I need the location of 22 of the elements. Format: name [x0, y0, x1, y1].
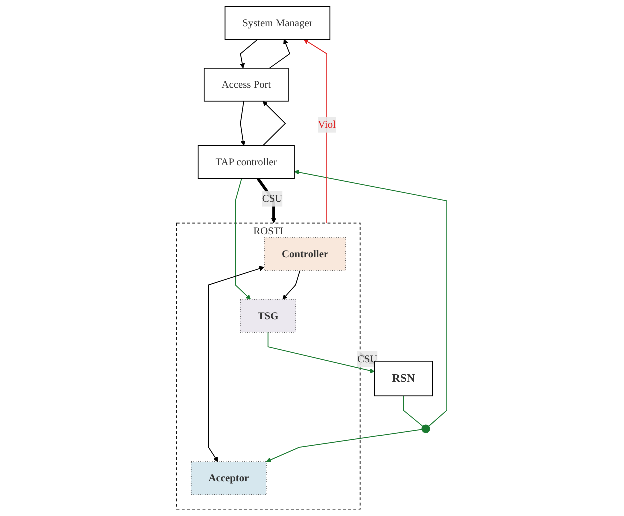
node-box: Controller	[264, 237, 346, 272]
edge-label: CSU	[357, 353, 378, 365]
node-box: TSG	[240, 299, 296, 333]
node-box: TAP controller	[198, 145, 295, 180]
arrow	[266, 429, 422, 462]
arrow	[269, 39, 291, 69]
node-box: RSN	[374, 361, 434, 397]
arrow	[240, 39, 258, 69]
node-box: Acceptor	[190, 462, 267, 496]
arrow	[240, 100, 246, 146]
node-box: System Manager	[224, 6, 331, 40]
arrow	[304, 39, 328, 224]
edge-label: CSU	[262, 192, 283, 205]
arrow	[282, 270, 301, 300]
arrow	[235, 178, 252, 300]
arrow	[262, 101, 286, 146]
arrow	[294, 170, 448, 427]
node-box: Access Port	[204, 68, 289, 102]
connector	[403, 396, 424, 427]
node-circle	[422, 424, 430, 434]
edge-label: Viol	[318, 119, 336, 131]
arrow	[208, 266, 265, 462]
